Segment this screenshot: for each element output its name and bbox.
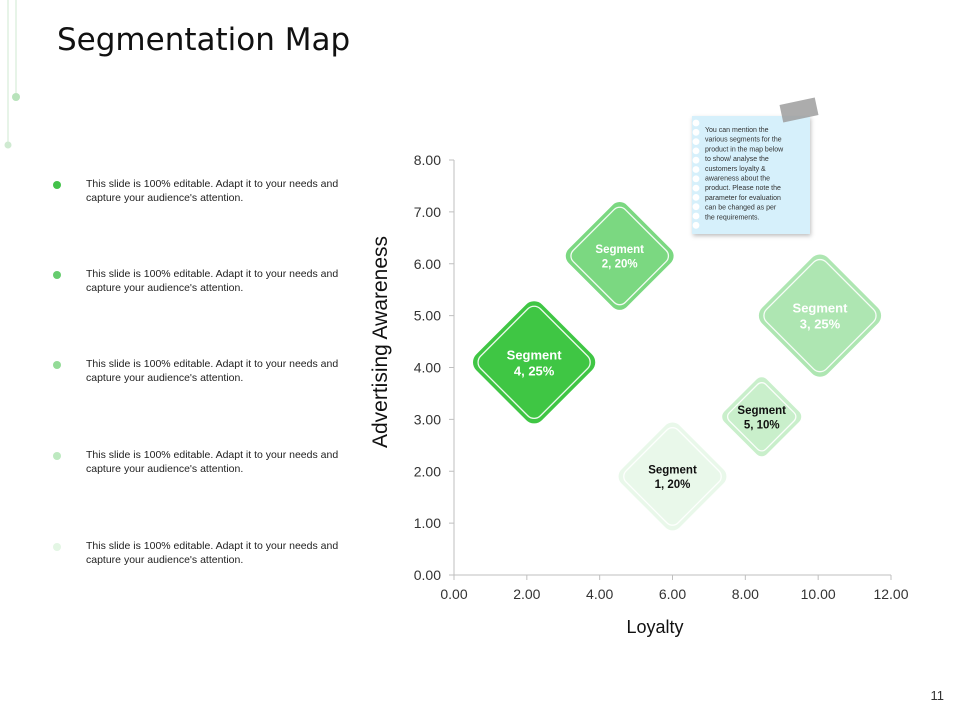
x-tick-label: 4.00 xyxy=(586,586,613,602)
segment-diamond-outline xyxy=(726,382,797,452)
y-tick-label: 6.00 xyxy=(414,256,441,272)
y-axis-title: Advertising Awareness xyxy=(369,236,392,448)
note-hole xyxy=(692,221,700,229)
note-hole xyxy=(692,138,700,146)
x-tick-label: 8.00 xyxy=(732,586,759,602)
segment-marker: Segment 1, 20% xyxy=(618,422,727,531)
y-tick-label: 5.00 xyxy=(414,308,441,324)
note-hole xyxy=(692,128,700,136)
note-text-line: parameter for evaluation xyxy=(705,195,781,202)
segment-diamond-outline xyxy=(570,206,670,306)
note-hole xyxy=(692,119,700,127)
decorative-lines xyxy=(4,0,20,149)
note-text-line: various segments for the xyxy=(705,137,782,144)
bullet-text: This slide is 100% editable. Adapt it to… xyxy=(86,178,339,204)
x-tick-label: 2.00 xyxy=(513,586,540,602)
bullet-text: This slide is 100% editable. Adapt it to… xyxy=(86,268,339,294)
note-text-line: You can mention the xyxy=(705,127,769,134)
note-hole xyxy=(692,194,700,201)
segment-label: 5, 10% xyxy=(744,419,780,431)
page-number: 11 xyxy=(930,688,945,703)
segment-diamond-outline xyxy=(623,427,722,526)
segment-marker: Segment 5, 10% xyxy=(722,377,802,457)
segment-label: Segment xyxy=(507,347,563,362)
segment-label: Segment xyxy=(648,464,697,476)
y-tick-label: 0.00 xyxy=(414,567,441,583)
segment-label: 4, 25% xyxy=(514,363,555,378)
note-hole xyxy=(692,175,700,183)
y-tick-label: 1.00 xyxy=(414,515,441,531)
note-hole xyxy=(692,166,700,173)
note-hole xyxy=(692,184,700,192)
bullet-list: This slide is 100% editable. Adapt it to… xyxy=(0,0,360,720)
y-tick-label: 3.00 xyxy=(414,411,441,427)
note-text-line: the requirements. xyxy=(705,214,760,221)
segment-label: Segment xyxy=(737,405,786,417)
deco-dot xyxy=(4,141,12,149)
x-tick-label: 0.00 xyxy=(440,586,467,602)
sticky-note: You can mention the various segments for … xyxy=(692,97,819,234)
bullet-dot xyxy=(53,361,61,369)
deco-dot xyxy=(12,93,20,101)
segment-diamond xyxy=(618,422,727,531)
segment-diamond xyxy=(722,377,802,457)
note-text-line: can be changed as per xyxy=(705,205,777,212)
note-text-line: product. Please note the xyxy=(705,185,781,192)
x-tick-label: 6.00 xyxy=(659,586,686,602)
note-text-line: to show/ analyse the xyxy=(705,156,769,163)
note-hole xyxy=(692,147,700,155)
bullet-text: This slide is 100% editable. Adapt it to… xyxy=(86,449,339,475)
note-text-line: awareness about the xyxy=(705,176,770,183)
y-tick-label: 4.00 xyxy=(414,360,441,376)
bullet-text: This slide is 100% editable. Adapt it to… xyxy=(86,540,339,566)
segment-diamond xyxy=(565,202,674,310)
note-hole xyxy=(692,156,700,164)
y-tick-label: 7.00 xyxy=(414,204,441,220)
note-text-line: customers loyalty & xyxy=(705,166,766,173)
segment-marker: Segment 2, 20% xyxy=(565,202,674,310)
y-tick-label: 8.00 xyxy=(414,152,441,168)
bullet-dot xyxy=(53,181,61,189)
segment-diamond xyxy=(472,301,596,424)
segment-label: 2, 20% xyxy=(602,258,638,270)
note-hole xyxy=(692,203,700,211)
segment-label: 1, 20% xyxy=(655,479,691,491)
note-hole xyxy=(692,212,700,220)
segment-label: Segment xyxy=(793,301,849,316)
bullet-dot xyxy=(53,271,61,279)
x-tick-label: 10.00 xyxy=(801,586,836,602)
x-axis-title: Loyalty xyxy=(626,617,683,637)
page-title: Segmentation Map xyxy=(57,22,351,58)
bullet-text: This slide is 100% editable. Adapt it to… xyxy=(86,358,339,384)
note-text-line: product in the map below xyxy=(705,146,784,153)
x-tick-label: 12.00 xyxy=(873,586,908,602)
segment-label: Segment xyxy=(595,244,644,256)
bullet-dot xyxy=(53,452,61,460)
note-tape xyxy=(779,97,819,123)
note-paper xyxy=(692,116,810,234)
y-tick-label: 2.00 xyxy=(414,463,441,479)
segment-label: 3, 25% xyxy=(800,317,841,332)
segment-diamond-outline xyxy=(477,305,591,420)
bullet-dot xyxy=(53,543,61,551)
segment-diamond-outline xyxy=(763,258,877,373)
segment-diamond xyxy=(758,254,882,377)
